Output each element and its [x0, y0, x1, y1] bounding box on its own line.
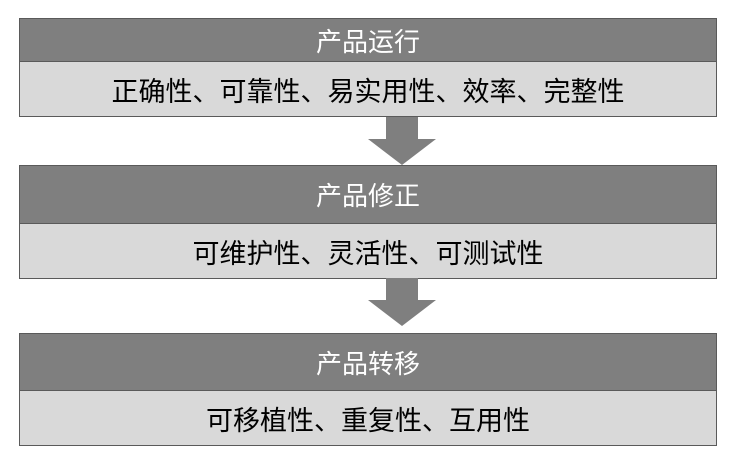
- down-arrow-icon: [368, 117, 436, 165]
- stage-qualities: 可移植性、重复性、互用性: [20, 391, 716, 445]
- stage-title: 产品运行: [20, 19, 716, 62]
- stage-title: 产品转移: [20, 334, 716, 391]
- stage-product-revision: 产品修正 可维护性、灵活性、可测试性: [19, 165, 717, 279]
- stage-title: 产品修正: [20, 166, 716, 224]
- stage-qualities: 可维护性、灵活性、可测试性: [20, 224, 716, 278]
- down-arrow-icon: [368, 278, 436, 326]
- stage-qualities: 正确性、可靠性、易实用性、效率、完整性: [20, 62, 716, 116]
- stage-product-transition: 产品转移 可移植性、重复性、互用性: [19, 333, 717, 446]
- stage-product-operation: 产品运行 正确性、可靠性、易实用性、效率、完整性: [19, 18, 717, 117]
